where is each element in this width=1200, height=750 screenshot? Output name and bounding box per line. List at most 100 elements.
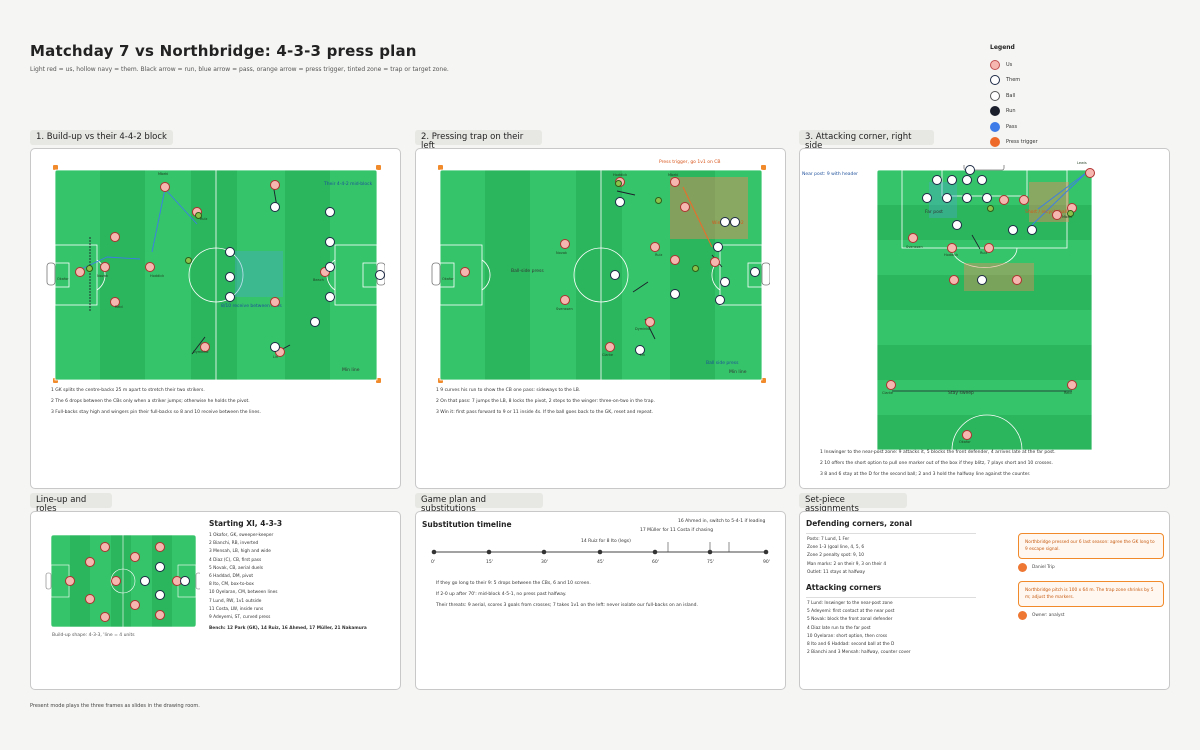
player-them-icon[interactable] [325,262,335,272]
player-us-icon[interactable] [1085,168,1095,178]
player-them-icon[interactable] [155,562,165,572]
player-them-icon[interactable] [140,576,150,586]
player-us-icon[interactable] [110,297,120,307]
comment-card-2[interactable]: Northbridge pitch is 100 x 64 m. The tra… [1018,581,1164,607]
player-them-icon[interactable] [615,197,625,207]
player-them-icon[interactable] [947,175,957,185]
player-them-icon[interactable] [270,342,280,352]
player-them-icon[interactable] [932,175,942,185]
player-us-icon[interactable] [100,612,110,622]
player-us-icon[interactable] [460,267,470,277]
frame-lineup[interactable]: Build-up shape: 4-3-3, 'line = 4 units S… [30,511,401,690]
player-them-icon[interactable] [225,247,235,257]
frame-game-plan[interactable]: Substitution timeline 14 Ruiz for 8 Ito … [415,511,786,690]
frame-build-up[interactable]: Their 4-4-2 mid-block 8/10 receive betwe… [30,148,401,489]
player-us-icon[interactable] [160,182,170,192]
player-us-icon[interactable] [85,594,95,604]
ball-icon[interactable] [185,257,192,264]
player-them-icon[interactable] [977,275,987,285]
player-us-icon[interactable] [680,202,690,212]
player-them-icon[interactable] [720,217,730,227]
player-us-icon[interactable] [710,257,720,267]
frame-title-game-plan[interactable]: Game plan and substitutions [415,493,543,514]
player-them-icon[interactable] [325,237,335,247]
player-us-icon[interactable] [111,576,121,586]
player-us-icon[interactable] [650,242,660,252]
player-them-icon[interactable] [310,317,320,327]
player-us-icon[interactable] [110,232,120,242]
player-them-icon[interactable] [750,267,760,277]
player-us-icon[interactable] [645,317,655,327]
player-them-icon[interactable] [922,193,932,203]
player-them-icon[interactable] [720,277,730,287]
ball-icon[interactable] [987,205,994,212]
frame-set-pieces[interactable]: Defending corners, zonal Posts: 7 Lund, … [799,511,1170,690]
ball-icon[interactable] [1067,210,1074,217]
player-them-icon[interactable] [610,270,620,280]
player-us-icon[interactable] [200,342,210,352]
player-us-icon[interactable] [270,297,280,307]
frame-title-attacking-corner[interactable]: 3. Attacking corner, right side [799,130,934,151]
player-them-icon[interactable] [225,272,235,282]
player-them-icon[interactable] [952,220,962,230]
frame-title-pressing-trap[interactable]: 2. Pressing trap on their left [415,130,542,151]
player-us-icon[interactable] [984,243,994,253]
player-them-icon[interactable] [962,175,972,185]
player-us-icon[interactable] [130,600,140,610]
player-them-icon[interactable] [270,202,280,212]
ball-icon[interactable] [655,197,662,204]
frame-title-lineup[interactable]: Line-up and roles [30,493,112,514]
player-us-icon[interactable] [999,195,1009,205]
player-them-icon[interactable] [180,576,190,586]
ball-icon[interactable] [195,212,202,219]
player-us-icon[interactable] [949,275,959,285]
player-them-icon[interactable] [965,165,975,175]
player-them-icon[interactable] [155,590,165,600]
player-us-icon[interactable] [605,342,615,352]
player-us-icon[interactable] [1067,380,1077,390]
player-us-icon[interactable] [85,557,95,567]
player-us-icon[interactable] [275,347,285,357]
player-us-icon[interactable] [130,552,140,562]
player-us-icon[interactable] [962,430,972,440]
player-us-icon[interactable] [947,243,957,253]
player-us-icon[interactable] [1052,210,1062,220]
player-us-icon[interactable] [670,177,680,187]
player-us-icon[interactable] [560,295,570,305]
player-them-icon[interactable] [635,345,645,355]
player-them-icon[interactable] [325,207,335,217]
player-them-icon[interactable] [325,292,335,302]
player-them-icon[interactable] [982,193,992,203]
player-us-icon[interactable] [155,542,165,552]
player-them-icon[interactable] [1008,225,1018,235]
player-us-icon[interactable] [560,239,570,249]
player-us-icon[interactable] [886,380,896,390]
player-them-icon[interactable] [942,193,952,203]
player-them-icon[interactable] [730,217,740,227]
player-them-icon[interactable] [715,295,725,305]
player-us-icon[interactable] [145,262,155,272]
ball-icon[interactable] [615,180,622,187]
ball-icon[interactable] [86,265,93,272]
player-us-icon[interactable] [75,267,85,277]
player-us-icon[interactable] [100,262,110,272]
player-us-icon[interactable] [270,180,280,190]
frame-title-set-pieces[interactable]: Set-piece assignments [799,493,907,514]
ball-icon[interactable] [692,265,699,272]
player-them-icon[interactable] [225,292,235,302]
player-us-icon[interactable] [670,255,680,265]
player-us-icon[interactable] [155,610,165,620]
player-them-icon[interactable] [713,242,723,252]
player-them-icon[interactable] [375,270,385,280]
frame-pressing-trap[interactable]: Press trigger, go 1v1 on CB Ball-side pr… [415,148,786,489]
frame-title-build-up[interactable]: 1. Build-up vs their 4-4-2 block [30,130,173,145]
player-us-icon[interactable] [1012,275,1022,285]
player-us-icon[interactable] [1019,195,1029,205]
player-them-icon[interactable] [1027,225,1037,235]
player-them-icon[interactable] [670,289,680,299]
player-them-icon[interactable] [962,193,972,203]
player-us-icon[interactable] [65,576,75,586]
player-us-icon[interactable] [100,542,110,552]
comment-card-1[interactable]: Northbridge pressed our 6 last season: a… [1018,533,1164,559]
player-them-icon[interactable] [977,175,987,185]
